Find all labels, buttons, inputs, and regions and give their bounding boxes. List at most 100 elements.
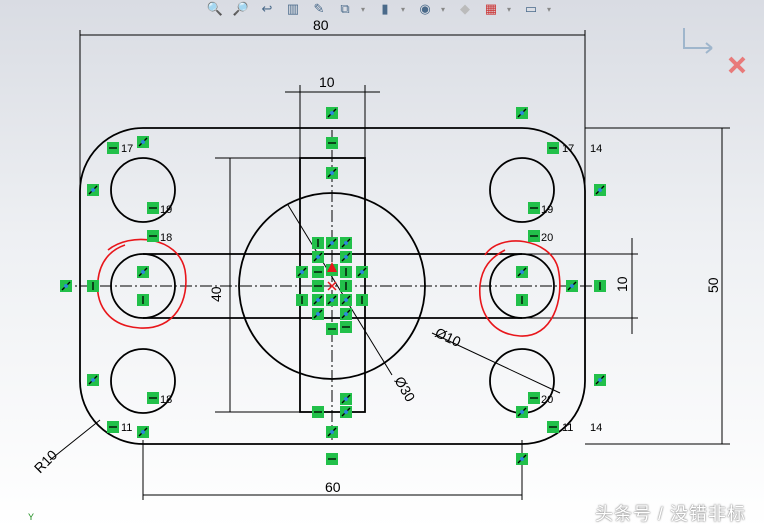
coincident-relation-icon[interactable] [87,374,99,386]
display-style-icon[interactable]: ▮ [381,1,389,16]
horizontal-relation-icon[interactable] [326,323,338,335]
horizontal-relation-icon[interactable] [147,230,159,242]
horizontal-relation-icon[interactable] [312,280,324,292]
vertical-relation-icon[interactable] [356,294,368,306]
horizontal-relation-icon[interactable] [326,453,338,465]
dim-corner-radius[interactable]: R10 [31,446,61,476]
dim-overall-height[interactable]: 50 [705,277,721,293]
horizontal-relation-icon[interactable] [326,137,338,149]
vertical-relation-icon[interactable] [296,294,308,306]
coincident-relation-icon[interactable] [326,426,338,438]
sketch-relations [60,107,606,465]
coincident-relation-icon[interactable] [594,184,606,196]
vertical-relation-icon[interactable] [340,266,352,278]
coincident-relation-icon[interactable] [340,294,352,306]
horizontal-relation-icon[interactable] [340,321,352,333]
coincident-relation-icon[interactable] [312,294,324,306]
coincident-relation-icon[interactable] [137,266,149,278]
dimension-lines [49,30,730,500]
zoom-to-fit-icon[interactable]: 🔍 [206,1,224,16]
view-orientation-icon[interactable]: ⧉ [340,1,350,16]
coincident-relation-icon[interactable] [594,374,606,386]
coincident-relation-icon[interactable] [137,136,149,148]
relation-label: 11 [562,422,573,434]
previous-view-icon[interactable]: ↩ [261,1,273,16]
dim-slot-width[interactable]: 10 [319,74,335,90]
coincident-relation-icon[interactable] [312,308,324,320]
coincident-relation-icon[interactable] [516,107,528,119]
chevron-down-icon[interactable]: ▾ [441,4,446,14]
coincident-relation-icon[interactable] [356,266,368,278]
coincident-relation-icon[interactable] [340,406,352,418]
relation-label: 17 [121,143,133,155]
vertical-relation-icon[interactable] [137,294,149,306]
coincident-relation-icon[interactable] [516,453,528,465]
dim-vertical-slot-length[interactable]: 40 [208,286,224,302]
horizontal-relation-icon[interactable] [528,392,540,404]
dynamic-annotation-icon[interactable]: ✎ [313,1,325,16]
coincident-relation-icon[interactable] [326,107,338,119]
relation-labels: 17 17 14 19 19 18 20 18 20 11 11 14 [121,143,602,434]
coincident-relation-icon[interactable] [326,294,338,306]
horizontal-relation-icon[interactable] [312,266,324,278]
coincident-relation-icon[interactable] [340,308,352,320]
horizontal-relation-icon[interactable] [528,230,540,242]
hole[interactable] [110,157,176,223]
relation-label: 19 [541,204,553,216]
dim-hole-spacing[interactable]: 60 [325,479,341,495]
horizontal-relation-icon[interactable] [107,142,119,154]
relation-label: 18 [160,394,172,406]
dim-center-circle[interactable]: Ø30 [391,374,418,405]
chevron-down-icon[interactable]: ▾ [547,4,552,14]
horizontal-relation-icon[interactable] [547,421,559,433]
hole[interactable] [489,157,555,223]
watermark: 头条号 / 没错非标 [595,504,747,524]
coincident-relation-icon[interactable] [87,184,99,196]
edit-appearance-icon[interactable]: ◆ [460,1,470,16]
apply-scene-icon[interactable]: ▦ [484,1,498,16]
relation-label: 14 [590,143,602,155]
chevron-down-icon[interactable]: ▾ [507,4,512,14]
vertical-relation-icon[interactable] [340,280,352,292]
horizontal-relation-icon[interactable] [147,392,159,404]
dim-overall-width[interactable]: 80 [313,17,329,33]
view-toolbar: 🔍 🔎 ↩ ▥ ✎ ⧉ ▾ ▮ ▾ ◉ ▾ ◆ ▦ ▾ ▭ ▾ [205,0,555,18]
hole[interactable] [110,348,176,414]
coincident-relation-icon[interactable] [137,426,149,438]
coincident-relation-icon[interactable] [516,406,528,418]
horizontal-relation-icon[interactable] [147,202,159,214]
relation-label: 18 [160,232,172,244]
coincident-relation-icon[interactable] [340,251,352,263]
coincident-relation-icon[interactable] [326,167,338,179]
exit-sketch-icon[interactable] [683,28,713,54]
horizontal-relation-icon[interactable] [528,202,540,214]
horizontal-relation-icon[interactable] [312,406,324,418]
zoom-area-icon[interactable]: 🔎 [232,1,250,16]
hide-show-icon[interactable]: ◉ [419,1,431,16]
coincident-relation-icon[interactable] [516,266,528,278]
chevron-down-icon[interactable]: ▾ [361,4,366,14]
confirm-corner[interactable] [683,28,746,74]
vertical-relation-icon[interactable] [594,280,606,292]
coincident-relation-icon[interactable] [60,280,72,292]
chevron-down-icon[interactable]: ▾ [401,4,406,14]
coincident-relation-icon[interactable] [296,266,308,278]
coincident-relation-icon[interactable] [340,393,352,405]
section-view-icon[interactable]: ▥ [286,1,300,16]
cancel-sketch-icon[interactable] [728,56,746,74]
highlight-marks [96,238,561,337]
horizontal-relation-icon[interactable] [107,421,119,433]
coincident-relation-icon[interactable] [340,237,352,249]
view-settings-icon[interactable]: ▭ [524,1,538,16]
coincident-relation-icon[interactable] [326,237,338,249]
horizontal-relation-icon[interactable] [547,142,559,154]
dim-slot-height[interactable]: 10 [614,276,630,292]
vertical-relation-icon[interactable] [312,237,324,249]
coincident-relation-icon[interactable] [566,280,578,292]
vertical-relation-icon[interactable] [87,280,99,292]
axis-y-label: Y [28,512,35,522]
origin-icon [327,281,337,291]
vertical-relation-icon[interactable] [516,294,528,306]
coincident-relation-icon[interactable] [312,251,324,263]
